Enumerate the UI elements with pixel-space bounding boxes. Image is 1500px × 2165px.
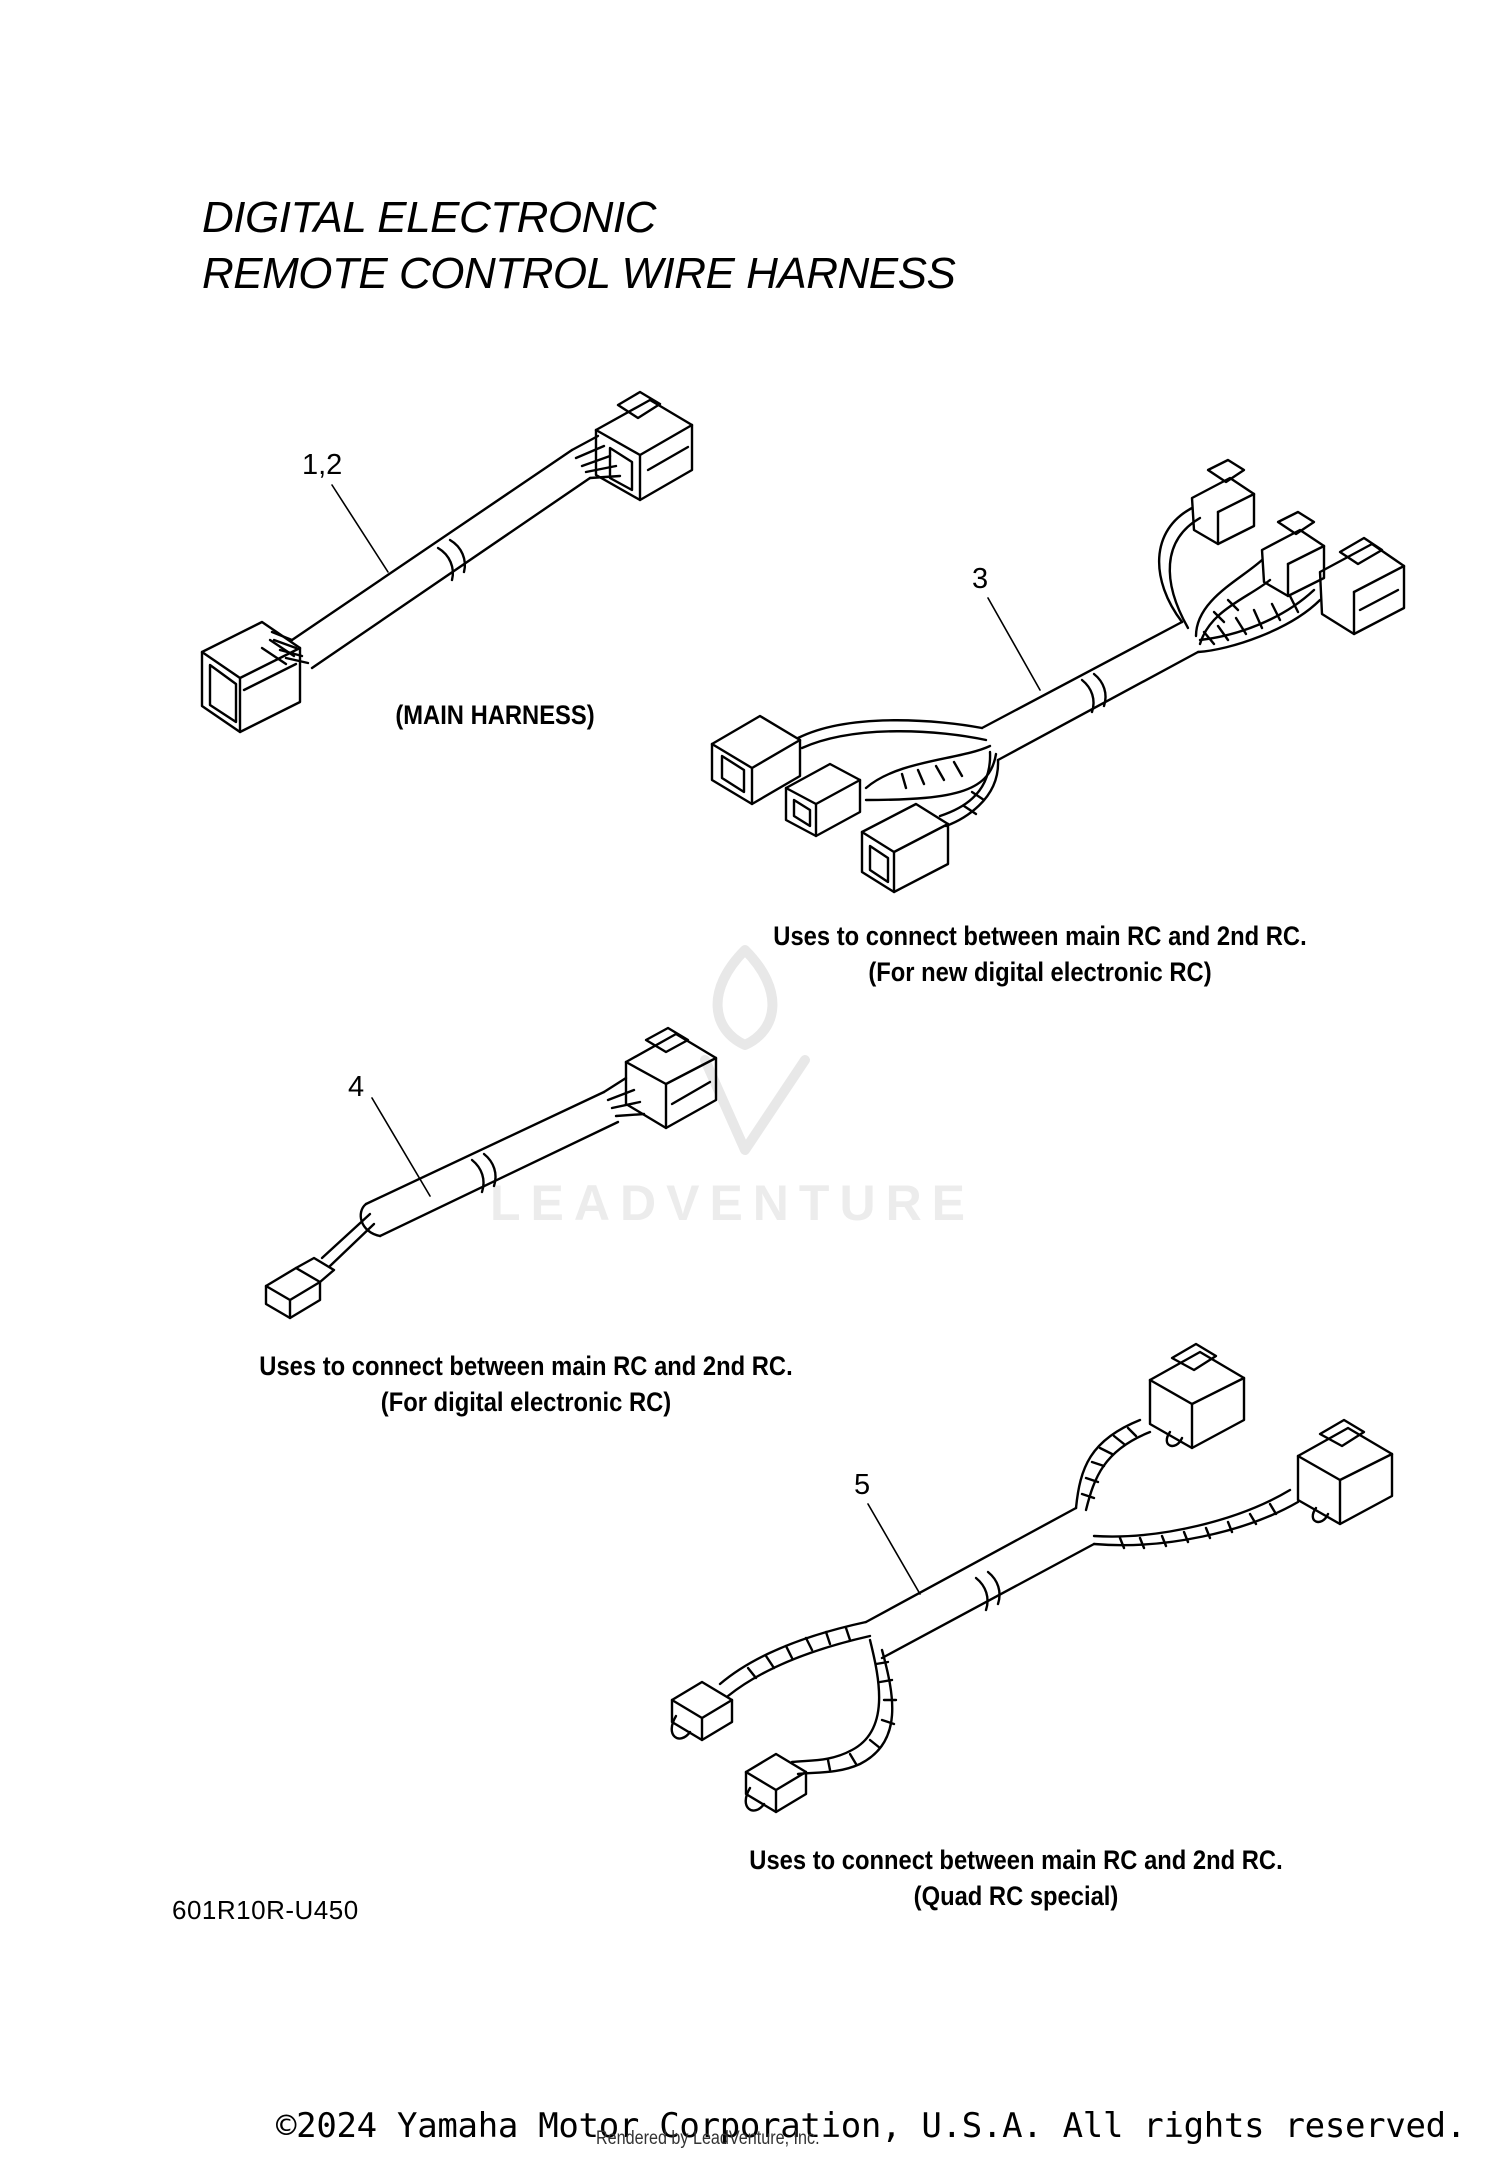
caption-harness-5-line-1: Uses to connect between main RC and 2nd …: [749, 1845, 1283, 1875]
watermark-logo: [700, 945, 810, 1155]
callout-3: 3: [972, 563, 989, 595]
caption-harness-3: Uses to connect between main RC and 2nd …: [741, 918, 1339, 990]
main-harness: [200, 390, 694, 734]
harness-4: [264, 1026, 718, 1320]
diagram-title: DIGITAL ELECTRONIC REMOTE CONTROL WIRE H…: [202, 190, 956, 302]
title-line-2: REMOTE CONTROL WIRE HARNESS: [202, 249, 956, 298]
leader-4: [371, 1097, 431, 1197]
callout-4: 4: [348, 1071, 365, 1103]
copyright-notice: ©2024 Yamaha Motor Corporation, U.S.A. A…: [276, 2106, 1467, 2146]
caption-harness-4-line-1: Uses to connect between main RC and 2nd …: [259, 1351, 793, 1381]
harness-5: [670, 1342, 1394, 1814]
callout-5: 5: [854, 1469, 871, 1501]
caption-harness-5: Uses to connect between main RC and 2nd …: [717, 1842, 1315, 1914]
caption-harness-3-line-2: (For new digital electronic RC): [868, 957, 1212, 987]
caption-harness-4-line-2: (For digital electronic RC): [380, 1387, 672, 1417]
harness-3: [710, 458, 1406, 894]
caption-main-harness: (MAIN HARNESS): [395, 700, 595, 730]
caption-harness-4: Uses to connect between main RC and 2nd …: [227, 1348, 825, 1420]
rendered-by-notice: Rendered by LeadVenture, Inc.: [596, 2128, 820, 2149]
watermark-text: LEADVENTURE: [490, 1175, 976, 1231]
leader-5: [867, 1503, 921, 1595]
leader-1-2: [331, 484, 389, 573]
leader-3: [987, 597, 1041, 691]
callout-1-2: 1,2: [302, 449, 343, 481]
title-line-1: DIGITAL ELECTRONIC: [202, 193, 656, 242]
part-code: 601R10R-U450: [172, 1895, 359, 1925]
caption-harness-3-line-1: Uses to connect between main RC and 2nd …: [773, 921, 1307, 951]
caption-harness-5-line-2: (Quad RC special): [913, 1881, 1119, 1911]
